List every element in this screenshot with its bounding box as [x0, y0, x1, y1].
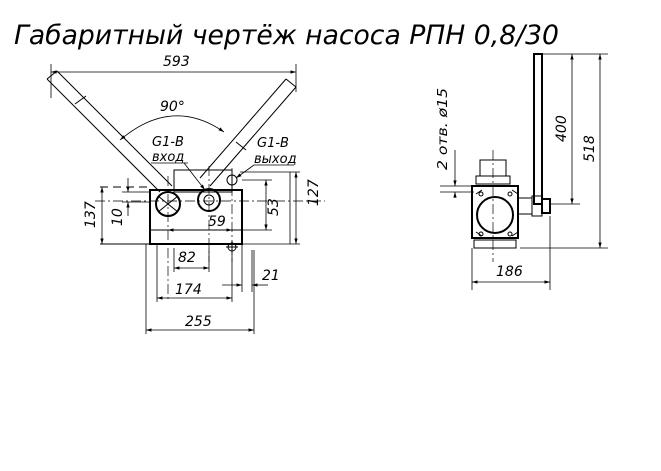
- dim-186-label: 186: [496, 264, 523, 280]
- dim-59-label: 59: [208, 214, 226, 230]
- dim-10-label: 10: [110, 208, 126, 226]
- dim-255-label: 255: [185, 314, 212, 330]
- left-handle: [46, 70, 173, 193]
- dim-174-label: 174: [175, 282, 202, 298]
- angle-label: 90°: [160, 99, 185, 115]
- port-out-label: выход: [254, 152, 297, 167]
- side-view: 2 отв. ø15 400 518 186: [436, 53, 608, 290]
- dim-127-label: 127: [306, 179, 322, 206]
- dim-518-label: 518: [582, 135, 598, 162]
- dim-53-label: 53: [266, 198, 282, 216]
- dim-400-label: 400: [554, 115, 570, 142]
- port-in-label: вход: [152, 150, 184, 165]
- side-handle: [533, 53, 543, 205]
- port-in-thread: G1-B: [152, 135, 184, 150]
- dim-137-label: 137: [83, 201, 99, 228]
- front-view: 593 90°: [46, 54, 325, 334]
- pump-body-front: [149, 169, 243, 253]
- drawing-title: Габаритный чертёж насоса РПН 0,8/30: [14, 20, 559, 51]
- dim-593-label: 593: [163, 54, 190, 70]
- port-out-thread: G1-B: [257, 136, 289, 151]
- holes-label: 2 отв. ø15: [436, 88, 451, 170]
- dim-82-label: 82: [178, 250, 196, 266]
- dim-21-label: 21: [262, 268, 280, 284]
- pump-body-side: [471, 185, 551, 249]
